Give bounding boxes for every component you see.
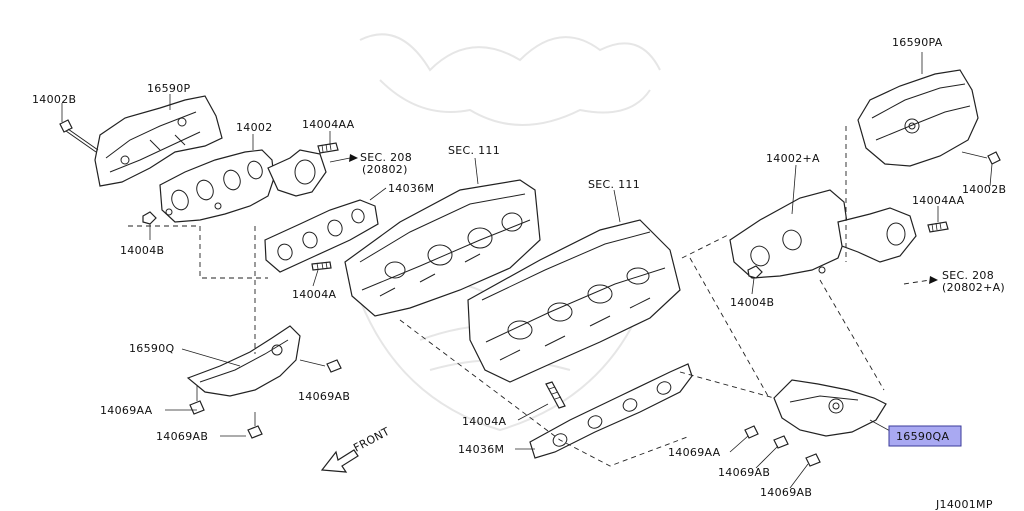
bolt-14069ab-left-b[interactable]	[247, 412, 263, 439]
label-14069ab-left-a[interactable]: 14069AB	[298, 390, 350, 403]
bolt-14002b-right[interactable]	[961, 151, 1001, 165]
label-14004aa-left[interactable]: 14004AA	[302, 118, 355, 131]
label-14069ab-right-a[interactable]: 14069AB	[718, 466, 770, 479]
bolt-14069aa-right[interactable]	[744, 425, 759, 439]
heat-shield-16590p[interactable]	[94, 95, 223, 187]
assembly-lines	[128, 126, 885, 467]
label-14069aa-left[interactable]: 14069AA	[100, 404, 153, 417]
label-sec208-right-ref: (20802+A)	[942, 281, 1005, 294]
heat-shield-16590pa[interactable]	[857, 69, 979, 167]
heat-shield-16590q[interactable]	[186, 325, 301, 397]
stud-14004a-lower[interactable]	[545, 381, 566, 409]
bolt-14069ab-left-a[interactable]	[299, 359, 342, 373]
label-14036m-upper[interactable]: 14036M	[388, 182, 434, 195]
label-14004aa-right[interactable]: 14004AA	[912, 194, 965, 207]
exhaust-manifold-14002a[interactable]	[729, 189, 917, 279]
label-sec208-right[interactable]: SEC. 208	[942, 269, 994, 282]
stud-14004a-upper[interactable]	[311, 261, 332, 271]
front-arrow	[320, 449, 359, 473]
label-14004a-lower[interactable]: 14004A	[462, 415, 506, 428]
bolt-14069ab-right-b[interactable]	[805, 453, 821, 467]
leader-lines	[61, 52, 993, 489]
sec-208-arrow-right	[903, 276, 938, 285]
label-14002a[interactable]: 14002+A	[766, 152, 820, 165]
figure-code: J14001MP	[935, 498, 993, 511]
cylinder-head-lower[interactable]	[467, 219, 681, 383]
label-16590q[interactable]: 16590Q	[129, 342, 174, 355]
label-14002b-left[interactable]: 14002B	[32, 93, 76, 106]
nut-14004b-left[interactable]	[142, 211, 157, 225]
gasket-14036m-lower[interactable]	[529, 363, 693, 459]
bolt-14069aa-left[interactable]	[189, 386, 205, 415]
label-sec111-lower[interactable]: SEC. 111	[588, 178, 640, 191]
label-sec208-left[interactable]: SEC. 208	[360, 151, 412, 164]
heat-shield-16590qa[interactable]	[773, 379, 887, 437]
label-16590qa[interactable]: 16590QA	[896, 430, 949, 443]
label-14069ab-left-b[interactable]: 14069AB	[156, 430, 208, 443]
label-16590pa[interactable]: 16590PA	[892, 36, 943, 49]
stud-14004aa-right[interactable]	[927, 221, 949, 233]
bolt-14002b-left[interactable]	[59, 119, 99, 153]
label-14002b-right[interactable]: 14002B	[962, 183, 1006, 196]
stud-14004aa-left[interactable]	[317, 142, 339, 154]
label-16590p[interactable]: 16590P	[147, 82, 190, 95]
nut-14004b-right[interactable]	[747, 265, 763, 279]
label-14069ab-right-b[interactable]: 14069AB	[760, 486, 812, 499]
label-14069aa-right[interactable]: 14069AA	[668, 446, 721, 459]
label-14036m-lower[interactable]: 14036M	[458, 443, 504, 456]
label-front: FRONT	[351, 425, 392, 455]
label-14004b-right[interactable]: 14004B	[730, 296, 774, 309]
gasket-14036m-upper[interactable]	[264, 199, 379, 273]
label-sec111-upper[interactable]: SEC. 111	[448, 144, 500, 157]
cylinder-head-upper[interactable]	[344, 179, 541, 317]
label-sec208-left-ref: (20802)	[362, 163, 408, 176]
highlight-box-16590qa[interactable]	[888, 425, 962, 447]
label-14004a-upper[interactable]: 14004A	[292, 288, 336, 301]
label-14004b-left[interactable]: 14004B	[120, 244, 164, 257]
exhaust-manifold-14002[interactable]	[159, 149, 327, 223]
bolt-14069ab-right-a[interactable]	[773, 435, 789, 449]
sec-208-arrow-left	[329, 154, 358, 163]
label-14002[interactable]: 14002	[236, 121, 273, 134]
